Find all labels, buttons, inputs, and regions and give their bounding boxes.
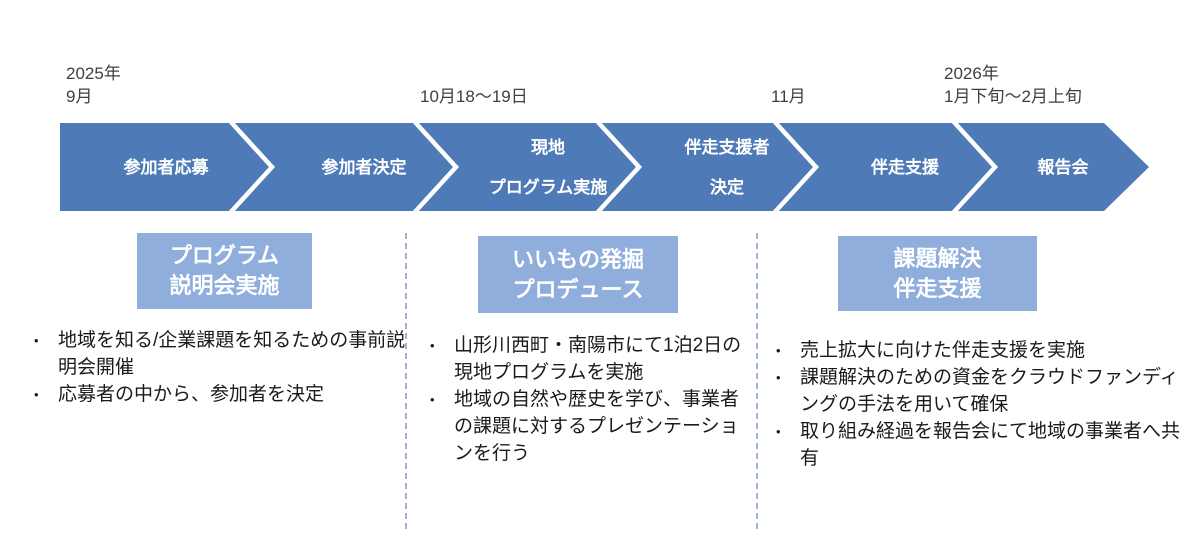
bullet-icon: • — [776, 424, 781, 439]
bullet-item: • 地域を知る/企業課題を知るための事前説明会開催 — [30, 327, 408, 381]
phase-title-box-briefing: プログラム 説明会実施 — [137, 233, 312, 309]
phase-bullet-list-discovery: • 山形川西町・南陽市にて1泊2日の現地プログラムを実施 • 地域の自然や歴史を… — [426, 332, 746, 467]
stage-label-report: 報告会 — [963, 121, 1163, 215]
date-line — [420, 62, 528, 85]
bullet-icon: • — [34, 387, 39, 402]
timeline-date-2026-jan-feb: 2026年 1月下旬～2月上旬 — [944, 62, 1082, 108]
bullet-item: • 山形川西町・南陽市にて1泊2日の現地プログラムを実施 — [426, 332, 746, 386]
timeline-date-nov: 11月 — [771, 62, 806, 108]
chevron-divider — [412, 121, 460, 215]
bullet-icon: • — [776, 343, 781, 358]
phase-bullet-list-briefing: • 地域を知る/企業課題を知るための事前説明会開催 • 応募者の中から、参加者を… — [30, 327, 408, 408]
stage-line: 決定 — [710, 178, 744, 197]
bullet-item: • 売上拡大に向けた伴走支援を実施 — [772, 337, 1184, 364]
bullet-item: • 地域の自然や歴史を学び、事業者の課題に対するプレゼンテーションを行う — [426, 386, 746, 467]
column-divider — [756, 233, 758, 529]
phase-title-line: 伴走支援 — [893, 275, 982, 301]
date-line: 2026年 — [944, 64, 999, 83]
bullet-icon: • — [430, 338, 435, 353]
phase-title-box-discovery: いいもの発掘 プロデュース — [478, 236, 678, 313]
chevron-divider — [228, 121, 276, 215]
chevron-band-shape — [60, 123, 1149, 211]
stage-line: 伴走支援者 — [684, 138, 770, 157]
chevron-divider — [772, 121, 820, 215]
stage-line: 現地 — [531, 138, 565, 157]
bullet-item: • 応募者の中から、参加者を決定 — [30, 381, 408, 408]
phase-title-line: いいもの発掘 — [511, 246, 644, 272]
chevron-divider — [951, 121, 999, 215]
bullet-text: 応募者の中から、参加者を決定 — [58, 384, 325, 405]
bullet-text: 山形川西町・南陽市にて1泊2日の現地プログラムを実施 — [454, 335, 742, 383]
phase-bullet-list-problem-solving: • 売上拡大に向けた伴走支援を実施 • 課題解決のための資金をクラウドファンディ… — [772, 337, 1184, 472]
column-divider — [405, 233, 407, 529]
bullet-item: • 課題解決のための資金をクラウドファンディングの手法を用いて確保 — [772, 364, 1184, 418]
stage-line: 参加者応募 — [123, 158, 209, 177]
stage-label-apply: 参加者応募 — [66, 121, 266, 215]
stage-line: 参加者決定 — [321, 158, 407, 177]
stage-label-support: 伴走支援 — [805, 121, 1005, 215]
stage-label-selection: 参加者決定 — [264, 121, 464, 215]
date-line: 1月下旬～2月上旬 — [944, 87, 1082, 106]
bullet-text: 地域を知る/企業課題を知るための事前説明会開催 — [58, 330, 406, 378]
date-line: 11月 — [771, 87, 806, 106]
phase-title-line: プログラム — [169, 243, 280, 268]
bullet-text: 課題解決のための資金をクラウドファンディングの手法を用いて確保 — [800, 367, 1179, 415]
date-line: 2025年 — [66, 64, 121, 83]
phase-title-line: プロデュース — [512, 276, 644, 302]
bullet-icon: • — [776, 370, 781, 385]
bullet-text: 売上拡大に向けた伴走支援を実施 — [800, 340, 1086, 361]
bullet-text: 地域の自然や歴史を学び、事業者の課題に対するプレゼンテーションを行う — [454, 389, 740, 464]
bullet-text: 取り組み経過を報告会にて地域の事業者へ共有 — [800, 421, 1181, 469]
stage-label-onsite-program: 現地 プログラム実施 — [448, 121, 648, 215]
bullet-icon: • — [430, 392, 435, 407]
phase-title-box-problem-solving: 課題解決 伴走支援 — [838, 236, 1037, 311]
bullet-icon: • — [34, 333, 39, 348]
date-line — [771, 62, 806, 85]
phase-title-line: 課題解決 — [893, 245, 982, 271]
phase-title-line: 説明会実施 — [169, 273, 280, 298]
chevron-divider — [595, 121, 643, 215]
date-line: 10月18～19日 — [420, 87, 528, 106]
stage-line: 報告会 — [1037, 158, 1089, 177]
bullet-item: • 取り組み経過を報告会にて地域の事業者へ共有 — [772, 418, 1184, 472]
stage-line: プログラム実施 — [488, 178, 608, 197]
stage-label-supporter-decision: 伴走支援者 決定 — [627, 121, 827, 215]
date-line: 9月 — [66, 87, 93, 106]
timeline-date-2025-09: 2025年 9月 — [66, 62, 121, 108]
timeline-date-oct-18-19: 10月18～19日 — [420, 62, 528, 108]
process-arrow-band — [60, 121, 1149, 215]
stage-line: 伴走支援 — [871, 158, 939, 177]
